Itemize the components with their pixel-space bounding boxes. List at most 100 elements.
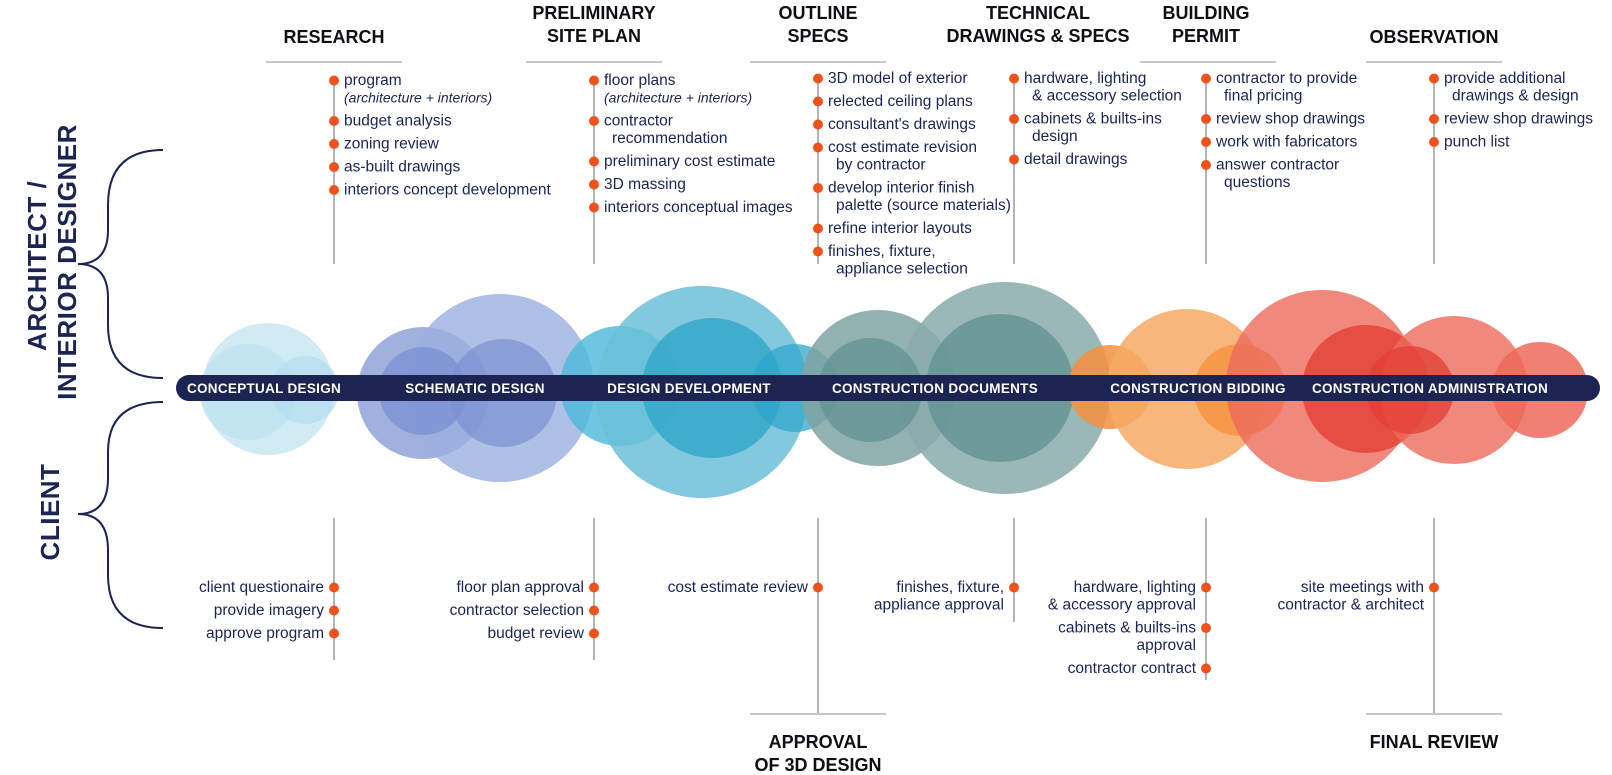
architect-bullet-dot [1429, 73, 1439, 84]
client-item-0-2-line-0: approve program [206, 625, 324, 642]
role-architect: ARCHITECT / INTERIOR DESIGNER [22, 124, 82, 400]
role-client-label: CLIENT [35, 464, 65, 561]
architect-bullet-dot [329, 116, 339, 126]
architect-item-0-2-line-0: zoning review [344, 136, 440, 153]
architect-item-2-4-line-1: palette (source materials) [836, 197, 1011, 214]
architect-item-1-2-line-0: preliminary cost estimate [604, 153, 775, 170]
architect-header-2-line-0: OUTLINE [779, 3, 858, 23]
architect-bullet-dot [1429, 137, 1439, 147]
client-item-4-1-line-0: cabinets & builts-ins [1058, 620, 1196, 637]
architect-item-4-0-line-1: final pricing [1224, 88, 1302, 105]
role-architect-line-2: INTERIOR DESIGNER [52, 124, 82, 400]
architect-item-0-4-line-0: interiors concept development [344, 182, 551, 199]
architect-bullet-dot [1429, 114, 1439, 124]
bubbles-conceptual-design [200, 323, 339, 455]
architect-item-4-3-line-0: answer contractor [1216, 157, 1339, 174]
client-bullet-dot [1201, 582, 1211, 593]
architect-header-1-line-0: PRELIMINARY [532, 3, 655, 23]
architect-item-2-6-line-1: appliance selection [836, 261, 968, 278]
header-rules [266, 61, 1502, 715]
architect-item-1-0-note: (architecture + interiors) [604, 90, 752, 106]
architect-item-3-0-line-0: hardware, lighting [1024, 70, 1146, 87]
architect-bullet-dot [813, 223, 823, 234]
architect-bullet-dot [1201, 73, 1211, 84]
architect-bullet-dot [329, 162, 339, 172]
architect-bullet-dot [589, 75, 599, 86]
client-item-4-1-line-1: approval [1137, 637, 1196, 654]
architect-bullet-dot [589, 202, 599, 213]
architect-item-2-4-line-0: develop interior finish [828, 180, 974, 197]
client-bullet-dot [329, 605, 339, 616]
milestone-lines-top [333, 79, 1435, 264]
client-item-4-0-line-0: hardware, lighting [1074, 579, 1196, 596]
phase-label-schematic-design: SCHEMATIC DESIGN [405, 381, 545, 396]
architect-bullet-dot [329, 75, 339, 86]
architect-item-1-4-line-0: interiors conceptual images [604, 199, 793, 216]
architect-bullet-dot [589, 179, 599, 190]
client-bullet-dot [589, 582, 599, 593]
architect-item-1-3-line-0: 3D massing [604, 176, 686, 193]
architect-item-5-0-line-0: provide additional [1444, 70, 1566, 87]
client-bullet-dot [1009, 582, 1019, 593]
phase-label-conceptual-design: CONCEPTUAL DESIGN [187, 381, 341, 396]
client-item-5-0-line-1: contractor & architect [1278, 597, 1425, 614]
phase-label-construction-documents: CONSTRUCTION DOCUMENTS [832, 381, 1038, 396]
architect-bullet-dot [813, 142, 823, 153]
client-bullet-dot [1201, 663, 1211, 674]
architect-bullet-dot [589, 156, 599, 167]
client-item-1-0-line-0: floor plan approval [456, 579, 584, 596]
client-item-0-0-line-0: client questionaire [199, 579, 324, 596]
architect-item-2-0-line-0: 3D model of exterior [828, 70, 968, 87]
client-item-0-1-line-0: provide imagery [214, 602, 325, 619]
architect-bullet-dot [1201, 160, 1211, 170]
architect-item-4-3-line-1: questions [1224, 174, 1291, 191]
architect-header-5-line-0: OBSERVATION [1369, 27, 1498, 47]
client-item-5-0-line-0: site meetings with [1301, 579, 1424, 596]
architect-bullet-dot [813, 73, 823, 84]
architect-item-1-1-line-1: recommendation [612, 130, 727, 147]
architect-item-2-3-line-1: by contractor [836, 157, 926, 174]
phase-label-design-development: DESIGN DEVELOPMENT [607, 381, 771, 396]
architect-header-3-line-0: TECHNICAL [986, 3, 1090, 23]
architect-header-4-line-1: PERMIT [1172, 26, 1240, 46]
client-brace [77, 401, 164, 629]
architect-header-0-line-0: RESEARCH [283, 27, 384, 47]
architect-item-0-0-line-0: program [344, 72, 402, 89]
client-item-3-0-line-0: finishes, fixture, [896, 579, 1004, 596]
bubbles-schematic-design [357, 294, 594, 482]
svg-text:CLIENT: CLIENT [35, 464, 65, 561]
architect-bullet-dot [813, 119, 823, 130]
milestone-items: program (architecture + interiors) budget … [199, 70, 1593, 677]
client-bullet-dot [329, 628, 339, 639]
architect-header-2-line-1: SPECS [787, 26, 848, 46]
client-header-2-line-1: OF 3D DESIGN [754, 755, 881, 775]
architect-item-0-1-line-0: budget analysis [344, 113, 452, 130]
architect-item-0-3-line-0: as-built drawings [344, 159, 461, 176]
architect-bullet-dot [589, 116, 599, 126]
svg-text:ARCHITECT / INTERIOR DES: ARCHITECT / INTERIOR DESIGNER [22, 124, 82, 400]
architect-item-2-5-line-0: refine interior layouts [828, 220, 972, 237]
client-header-2-line-0: APPROVAL [769, 732, 868, 752]
phase-label-construction-bidding: CONSTRUCTION BIDDING [1110, 381, 1286, 396]
role-client: CLIENT [35, 464, 65, 561]
architect-brace [77, 149, 164, 379]
architect-item-5-0-line-1: drawings & design [1452, 88, 1579, 105]
client-bullet-dot [589, 605, 599, 616]
architect-bullet-dot [329, 139, 339, 149]
architect-bullet-dot [329, 185, 339, 195]
architect-item-2-3-line-0: cost estimate revision [828, 139, 977, 156]
architect-item-5-1-line-0: review shop drawings [1444, 111, 1593, 128]
architect-item-2-1-line-0: relected ceiling plans [828, 93, 973, 110]
architect-item-2-2-line-0: consultant's drawings [828, 116, 976, 133]
client-item-3-0-line-1: appliance approval [874, 597, 1004, 614]
timeline-bar [176, 375, 1600, 401]
architect-item-1-1-line-0: contractor [604, 113, 673, 130]
architect-bullet-dot [1009, 154, 1019, 165]
client-bullet-dot [1429, 582, 1439, 593]
architect-item-4-2-line-0: work with fabricators [1215, 134, 1358, 151]
client-bullet-dot [589, 628, 599, 639]
architect-item-3-1-line-0: cabinets & builts-ins [1024, 111, 1162, 128]
client-item-4-2-line-0: contractor contract [1068, 660, 1197, 677]
